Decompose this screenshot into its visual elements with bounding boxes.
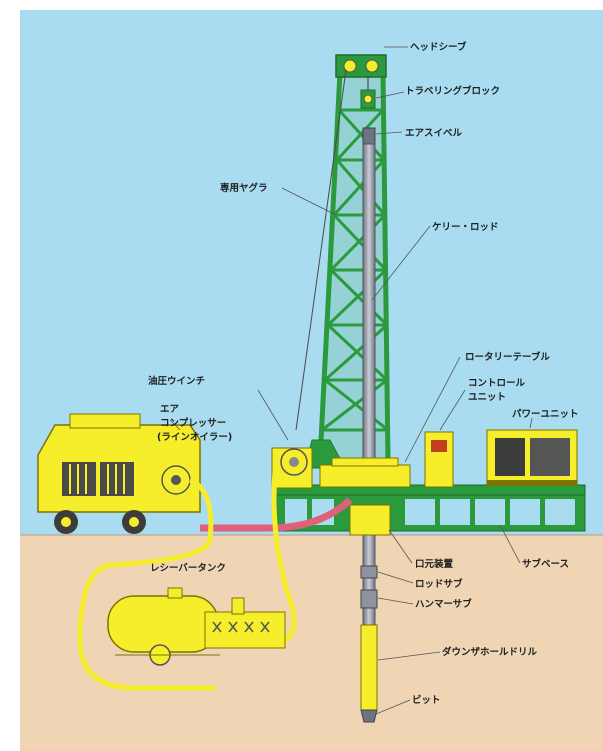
label-air-swivel: エアスイベル — [405, 128, 463, 139]
drill-string — [362, 143, 376, 705]
label-head-sheave: ヘッドシーブ — [410, 41, 467, 53]
label-power-unit: パワーユニット — [512, 408, 579, 420]
label-sub-base: サブベース — [522, 558, 569, 570]
label-rotary-table: ロータリーテーブル — [465, 351, 550, 363]
air-swivel — [362, 127, 376, 145]
rod-sub-part — [360, 565, 378, 579]
label-control-unit-2: ユニット — [468, 392, 506, 403]
receiver-tank — [107, 587, 286, 666]
label-hydraulic-winch: 油圧ウインチ — [148, 375, 205, 387]
hammer-sub-part — [360, 589, 378, 609]
label-derrick: 専用ヤグラ — [220, 182, 268, 194]
air-hose-yellow-1 — [77, 477, 215, 691]
winch-cable — [295, 69, 347, 431]
label-compressor-1: エア — [160, 404, 180, 415]
label-kelly-rod: ケリー・ロッド — [432, 222, 499, 233]
label-bit: ビット — [412, 694, 441, 706]
head-sheave — [335, 54, 387, 78]
control-unit — [424, 431, 454, 488]
label-traveling-block: トラベリングブロック — [405, 85, 500, 97]
dth-drill-part — [360, 624, 378, 711]
air-compressor — [37, 413, 201, 534]
bit-part — [360, 709, 378, 723]
label-rod-sub: ロッドサブ — [415, 578, 463, 590]
casing-device — [349, 504, 391, 536]
power-unit — [486, 429, 578, 486]
hydraulic-winch — [271, 447, 313, 489]
rotary-table — [319, 457, 411, 488]
label-compressor-3: (ラインオイラー) — [157, 432, 232, 443]
label-control-unit-1: コントロール — [468, 378, 526, 389]
label-compressor-2: コンプレッサー — [160, 417, 226, 429]
air-hose-yellow-2 — [271, 469, 297, 643]
leader-lines — [169, 46, 533, 715]
traveling-block — [360, 77, 376, 109]
label-casing-device: 口元装置 — [415, 558, 454, 570]
label-dth-drill: ダウンザホールドリル — [442, 646, 538, 658]
label-hammer-sub: ハンマーサブ — [415, 598, 472, 610]
air-hose-red — [200, 497, 353, 532]
label-receiver-tank: レシーバータンク — [150, 562, 226, 574]
